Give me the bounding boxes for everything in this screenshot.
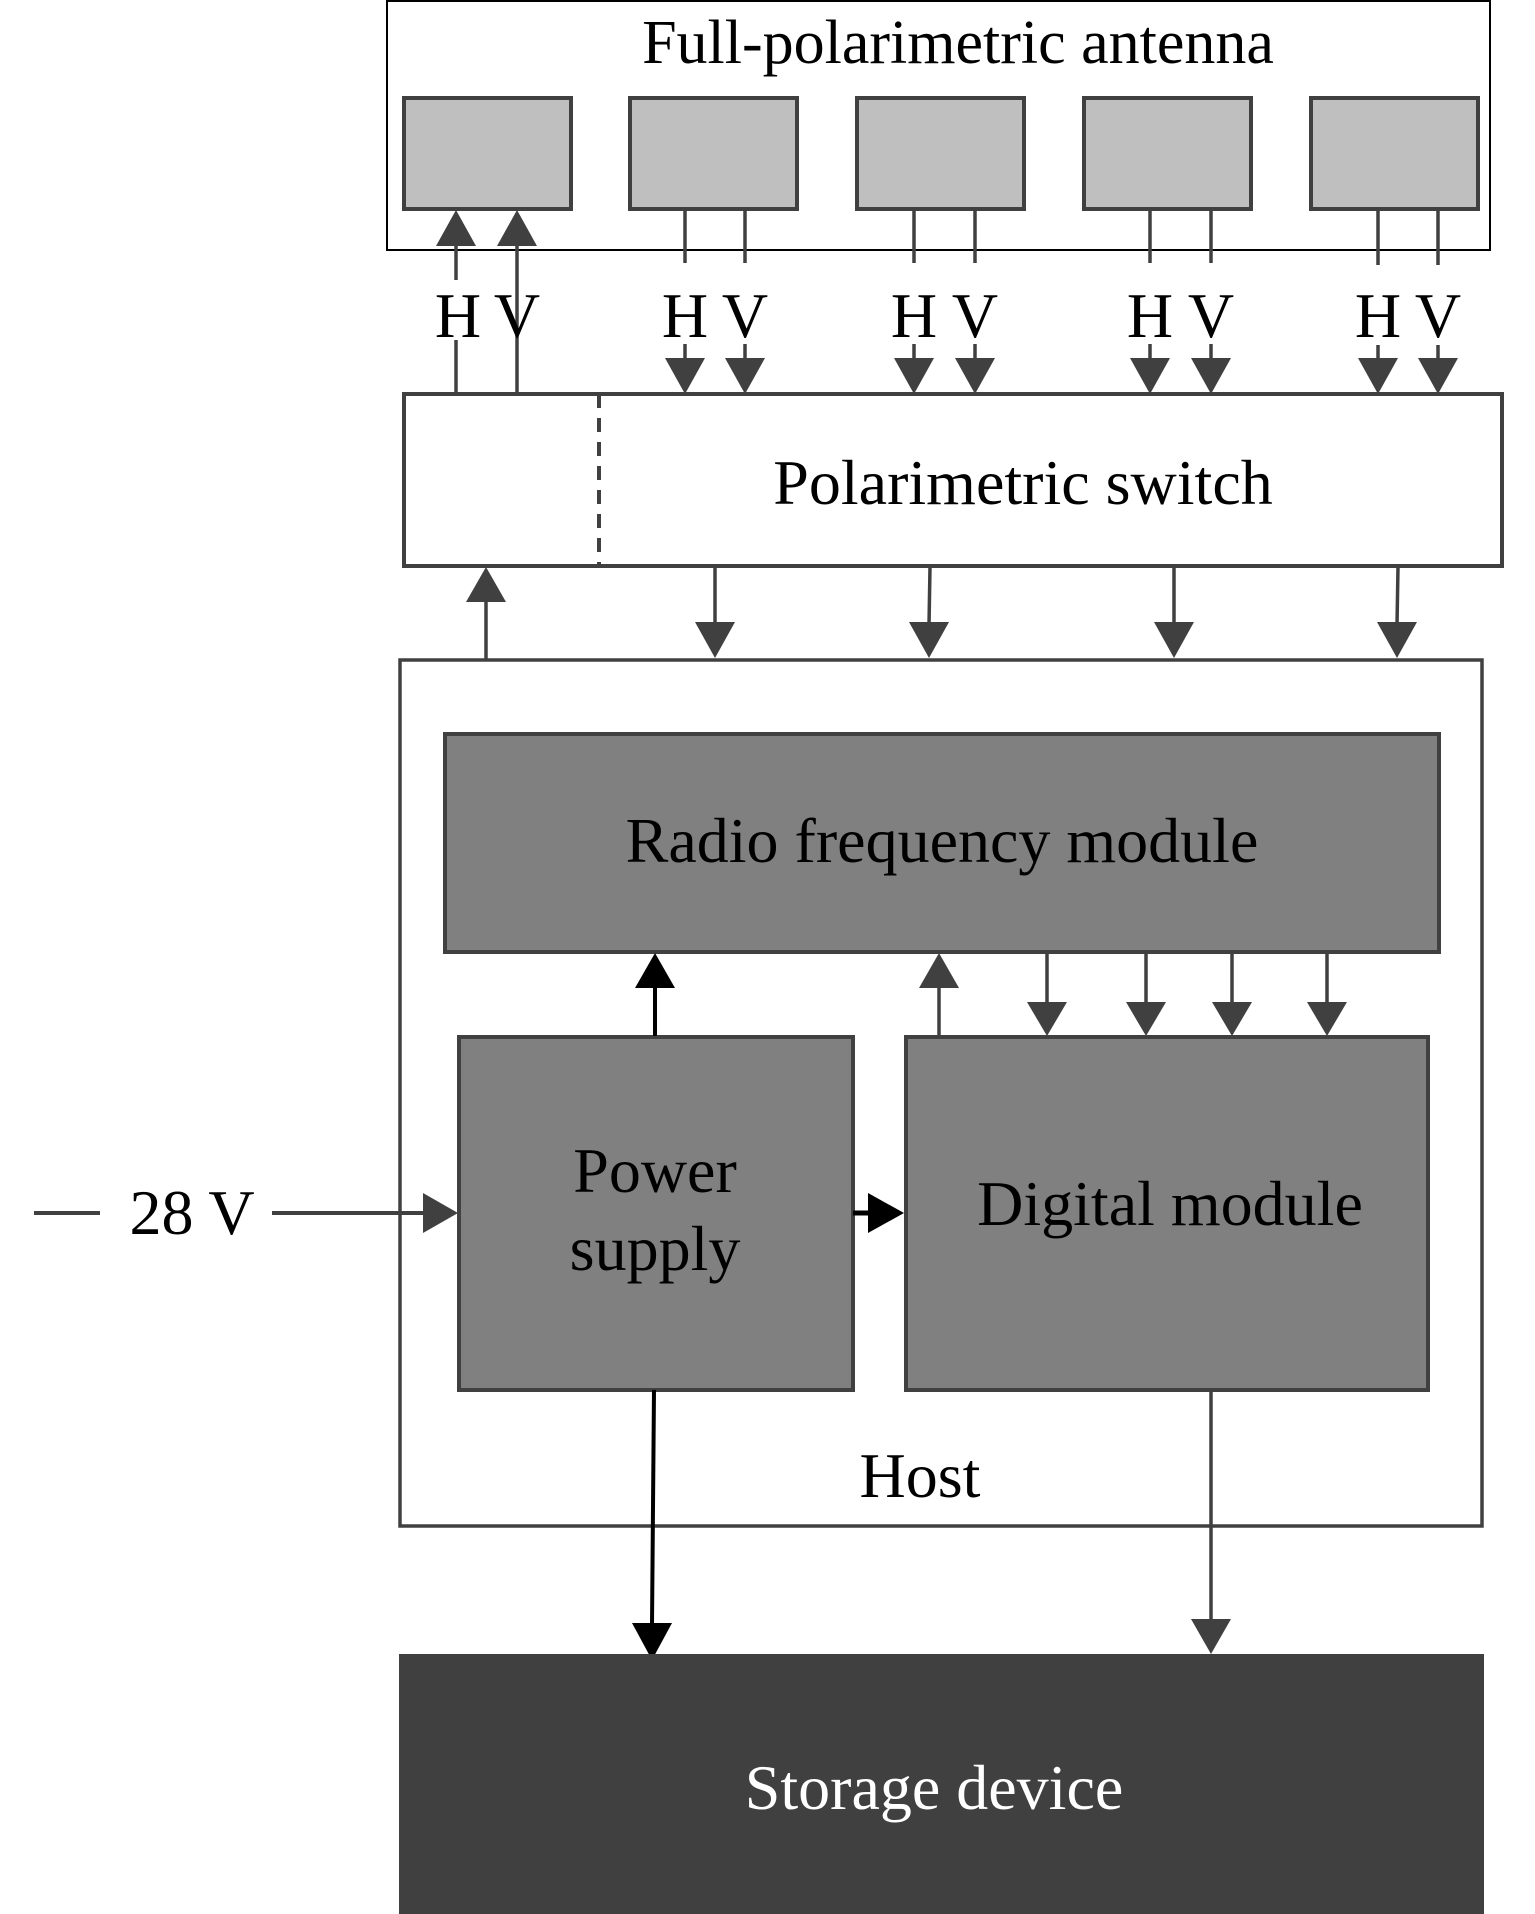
v-label-1: V bbox=[494, 280, 540, 351]
switch-label: Polarimetric switch bbox=[773, 447, 1272, 518]
v-label-3: V bbox=[952, 280, 998, 351]
v-arrowhead-down-5 bbox=[1418, 358, 1458, 394]
rf-to-digital-arrowhead-1 bbox=[1027, 1002, 1067, 1036]
hv-group-5 bbox=[1358, 209, 1458, 394]
polarimetric-switch-block: Polarimetric switch bbox=[402, 392, 1504, 568]
switch-to-host-line-4 bbox=[1395, 566, 1400, 626]
antenna-element-5 bbox=[1309, 96, 1480, 211]
antenna-title: Full-polarimetric antenna bbox=[642, 9, 1274, 77]
power-supply-box bbox=[457, 1035, 855, 1392]
storage-device-block: Storage device bbox=[399, 1654, 1484, 1914]
v-arrowhead-down-3 bbox=[955, 358, 995, 394]
h-arrowhead-up-1 bbox=[436, 210, 476, 246]
digital-module-label: Digital module bbox=[977, 1168, 1363, 1239]
rf-to-digital-arrowhead-2 bbox=[1126, 1002, 1166, 1036]
power-to-rf-connection bbox=[635, 953, 675, 1036]
digital-to-storage-arrowhead bbox=[1191, 1619, 1231, 1654]
storage-device-label: Storage device bbox=[745, 1752, 1124, 1823]
h-arrowhead-down-3 bbox=[894, 358, 934, 394]
input-voltage-label: 28 V bbox=[129, 1177, 254, 1248]
power-to-storage-connection bbox=[632, 1389, 672, 1660]
rf-module-label: Radio frequency module bbox=[626, 805, 1259, 876]
power-to-storage-arrowhead bbox=[632, 1623, 672, 1660]
h-label-5: H bbox=[1355, 280, 1401, 351]
hv-group-2 bbox=[665, 209, 765, 394]
rf-to-digital-arrowhead-3 bbox=[1212, 1002, 1252, 1036]
power-supply-block: Power supply bbox=[457, 1035, 855, 1392]
h-label-1: H bbox=[435, 280, 481, 351]
host-to-switch-arrowhead bbox=[466, 567, 506, 602]
antenna-block: Full-polarimetric antenna bbox=[386, 0, 1491, 251]
power-to-digital-arrowhead bbox=[868, 1193, 904, 1233]
digital-module-box bbox=[904, 1035, 1430, 1392]
power-to-storage-line bbox=[650, 1389, 656, 1626]
h-arrowhead-down-2 bbox=[665, 358, 705, 394]
switch-to-host-arrowhead-4 bbox=[1377, 622, 1417, 658]
h-label-4: H bbox=[1127, 280, 1173, 351]
antenna-element-2 bbox=[628, 96, 799, 211]
power-supply-label-line1: Power bbox=[573, 1135, 737, 1206]
power-to-digital-connection bbox=[853, 1193, 904, 1233]
h-label-2: H bbox=[662, 280, 708, 351]
hv-group-4 bbox=[1130, 209, 1231, 394]
antenna-element-1 bbox=[402, 96, 573, 211]
host-label: Host bbox=[860, 1440, 981, 1511]
power-supply-label-line2: supply bbox=[570, 1213, 741, 1284]
v-label-4: V bbox=[1188, 280, 1234, 351]
power-to-rf-arrowhead bbox=[635, 953, 675, 988]
antenna-element-3 bbox=[855, 96, 1026, 211]
digital-to-storage-connection bbox=[1191, 1390, 1231, 1654]
h-label-3: H bbox=[891, 280, 937, 351]
hv-group-1 bbox=[436, 210, 537, 394]
switch-to-host-line-2 bbox=[927, 566, 932, 626]
input-to-power-arrowhead bbox=[423, 1193, 458, 1233]
rf-module-box bbox=[443, 732, 1441, 954]
v-arrowhead-down-2 bbox=[725, 358, 765, 394]
digital-to-rf-arrowhead bbox=[919, 953, 959, 988]
rf-to-digital-arrowhead-4 bbox=[1307, 1002, 1347, 1036]
digital-rf-connections bbox=[919, 953, 1347, 1036]
v-arrowhead-up-1 bbox=[497, 210, 537, 246]
hv-group-3 bbox=[894, 209, 995, 394]
input-28v-connection: 28 V bbox=[34, 1177, 458, 1248]
switch-outline bbox=[402, 392, 1504, 568]
v-label-2: V bbox=[722, 280, 768, 351]
antenna-element-4 bbox=[1082, 96, 1253, 211]
switch-host-connections bbox=[466, 566, 1417, 660]
v-arrowhead-down-4 bbox=[1191, 358, 1231, 394]
switch-to-host-arrowhead-2 bbox=[909, 622, 949, 658]
storage-device-box bbox=[399, 1654, 1484, 1914]
digital-module-block: Digital module bbox=[904, 1035, 1430, 1392]
h-arrowhead-down-4 bbox=[1130, 358, 1170, 394]
switch-to-host-arrowhead-3 bbox=[1154, 622, 1194, 658]
rf-module-block: Radio frequency module bbox=[443, 732, 1441, 954]
h-arrowhead-down-5 bbox=[1358, 358, 1398, 394]
switch-to-host-arrowhead-1 bbox=[695, 622, 735, 658]
v-label-5: V bbox=[1415, 280, 1461, 351]
